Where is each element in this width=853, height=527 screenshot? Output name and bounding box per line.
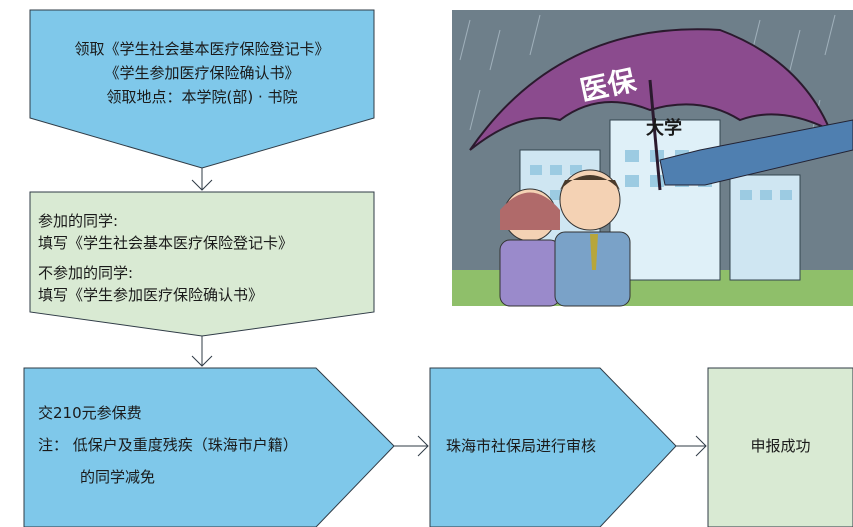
- arrowhead-4: [695, 435, 707, 457]
- step4-label: 珠海市社保局进行审核: [446, 437, 597, 455]
- step2-box: [29, 191, 375, 337]
- arm-icon: [659, 119, 853, 186]
- step2-line4: 填写《学生参加医疗保险确认书》: [38, 286, 264, 304]
- step2-line3: 不参加的同学:: [38, 264, 134, 282]
- step1-line2: 《学生参加医疗保险确认书》: [104, 64, 300, 82]
- step4-box: [429, 367, 677, 527]
- umbrella-icon: [469, 28, 832, 191]
- arrowhead-2: [191, 355, 213, 367]
- step5-label: 申报成功: [750, 437, 811, 455]
- step3-fee: 交210元参保费: [38, 404, 142, 422]
- step1-box: [29, 9, 375, 169]
- step1-line1: 领取《学生社会基本医疗保险登记卡》: [74, 40, 330, 58]
- insurance-illustration: [452, 10, 853, 307]
- students-icon: [499, 169, 631, 307]
- arrowhead-3: [417, 435, 429, 457]
- step2-line1: 参加的同学:: [38, 212, 119, 230]
- step1-line3: 领取地点：本学院(部) · 书院: [106, 88, 298, 106]
- arrowhead-1: [191, 179, 213, 191]
- step3-note: 注： 低保户及重度残疾（珠海市户籍）: [38, 436, 298, 454]
- step3-note-cont: 的同学减免: [80, 468, 156, 486]
- step5-box: [707, 367, 853, 527]
- step2-line2: 填写《学生社会基本医疗保险登记卡》: [38, 234, 294, 252]
- step3-box: [23, 367, 395, 527]
- building-label: 大学: [646, 118, 682, 139]
